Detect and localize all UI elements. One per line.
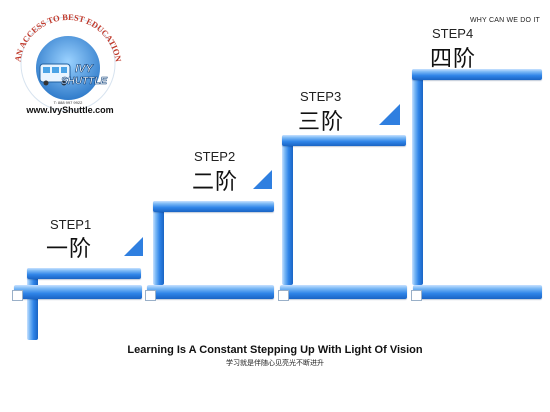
step4-cn: 四阶 [430,46,477,71]
logo-url: www.IvyShuttle.com [26,105,114,115]
base-marker-2 [145,290,156,301]
logo-name-line1: IVY [75,63,94,75]
stair-step2-tread [153,201,274,212]
base-segment-2 [147,285,274,299]
base-segment-3 [280,285,407,299]
step4-label: STEP4 [432,26,474,41]
stair-step3-riser [282,135,293,285]
stair-step4-tread [412,69,542,80]
logo-name-line2: SHUTTLE [61,76,107,87]
base-marker-4 [411,290,422,301]
step3-label: STEP3 [300,89,342,104]
header-tagline: WHY CAN WE DO IT [470,17,540,24]
caption-chinese: 学习就是伴随心见亮光不断进升 [226,360,324,367]
step1-label: STEP1 [50,217,92,232]
base-segment-1 [14,285,142,299]
step1-triangle [124,237,143,256]
base-segment-4 [413,285,542,299]
stair-step2-riser [153,201,164,285]
caption-english: Learning Is A Constant Stepping Up With … [127,344,423,356]
step3-cn: 三阶 [298,109,345,134]
ivy-shuttle-logo: AN ACCESS TO BEST EDUCATION IVY SHUTTLE … [12,12,124,112]
step2-label: STEP2 [194,149,236,164]
stair-step1-tread [27,268,141,279]
base-marker-1 [12,290,23,301]
step2-cn: 二阶 [192,169,239,194]
base-marker-3 [278,290,289,301]
step3-triangle [379,104,400,125]
stair-step4-riser [412,69,423,285]
logo-phone: T: 888 997 9922 [54,100,83,105]
step1-cn: 一阶 [46,236,93,261]
stair-post [27,268,38,340]
step2-triangle [253,170,272,189]
stair-step3-tread [282,135,406,146]
